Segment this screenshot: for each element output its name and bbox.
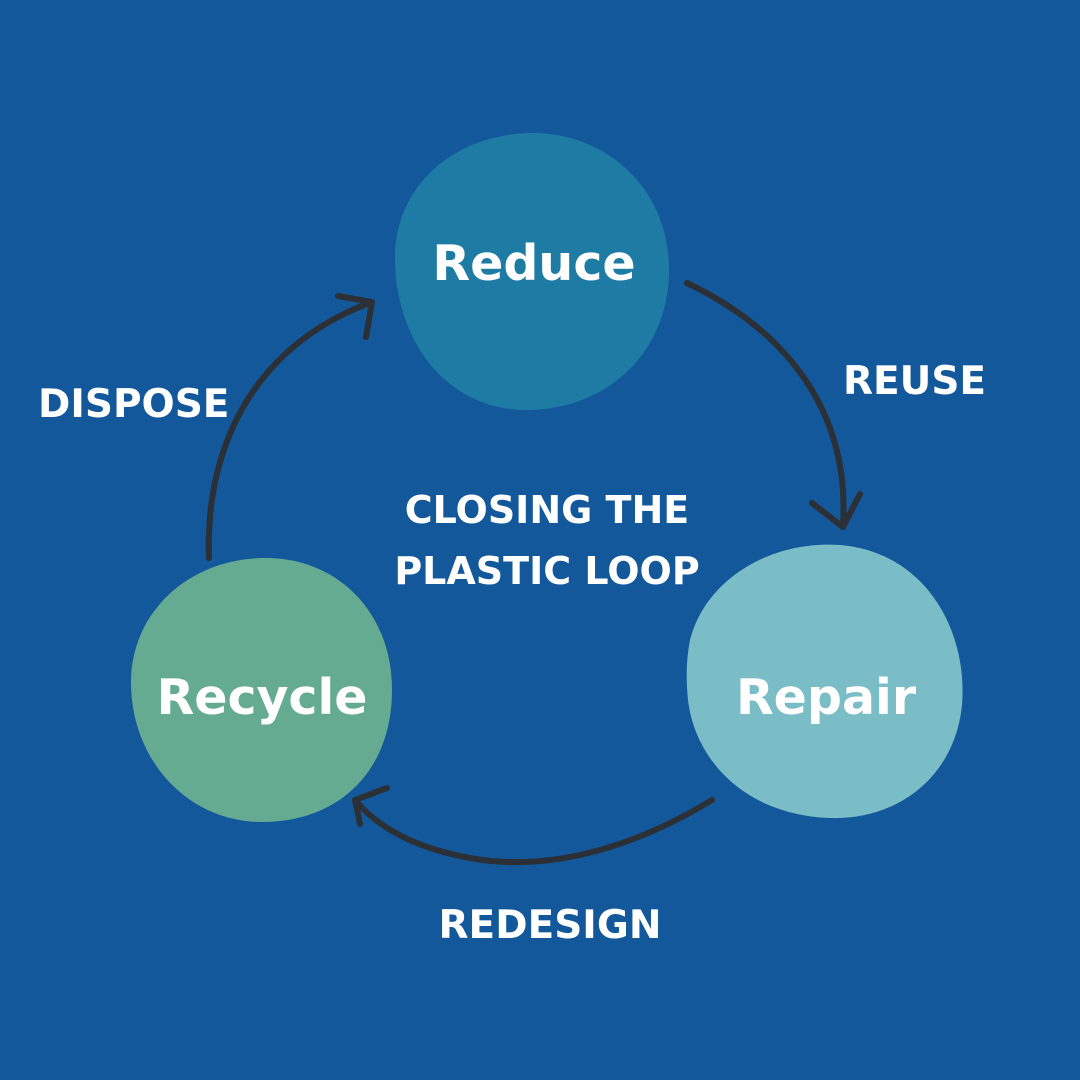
dispose-arrow	[205, 293, 375, 561]
center-title-line-2: PLASTIC LOOP	[394, 549, 699, 593]
repair-node	[686, 544, 963, 819]
reuse-label: REUSE	[843, 359, 986, 404]
recycle-label: Recycle	[156, 669, 367, 726]
recycle-node	[130, 557, 393, 822]
dispose-label: DISPOSE	[38, 382, 229, 427]
reduce-node	[394, 132, 670, 411]
reduce-label: Reduce	[432, 235, 635, 292]
repair-label: Repair	[736, 669, 917, 726]
reuse-arrow	[684, 280, 863, 530]
center-title-line-1: CLOSING THE	[405, 488, 689, 532]
redesign-label: REDESIGN	[439, 903, 662, 948]
redesign-arrow	[352, 785, 715, 866]
